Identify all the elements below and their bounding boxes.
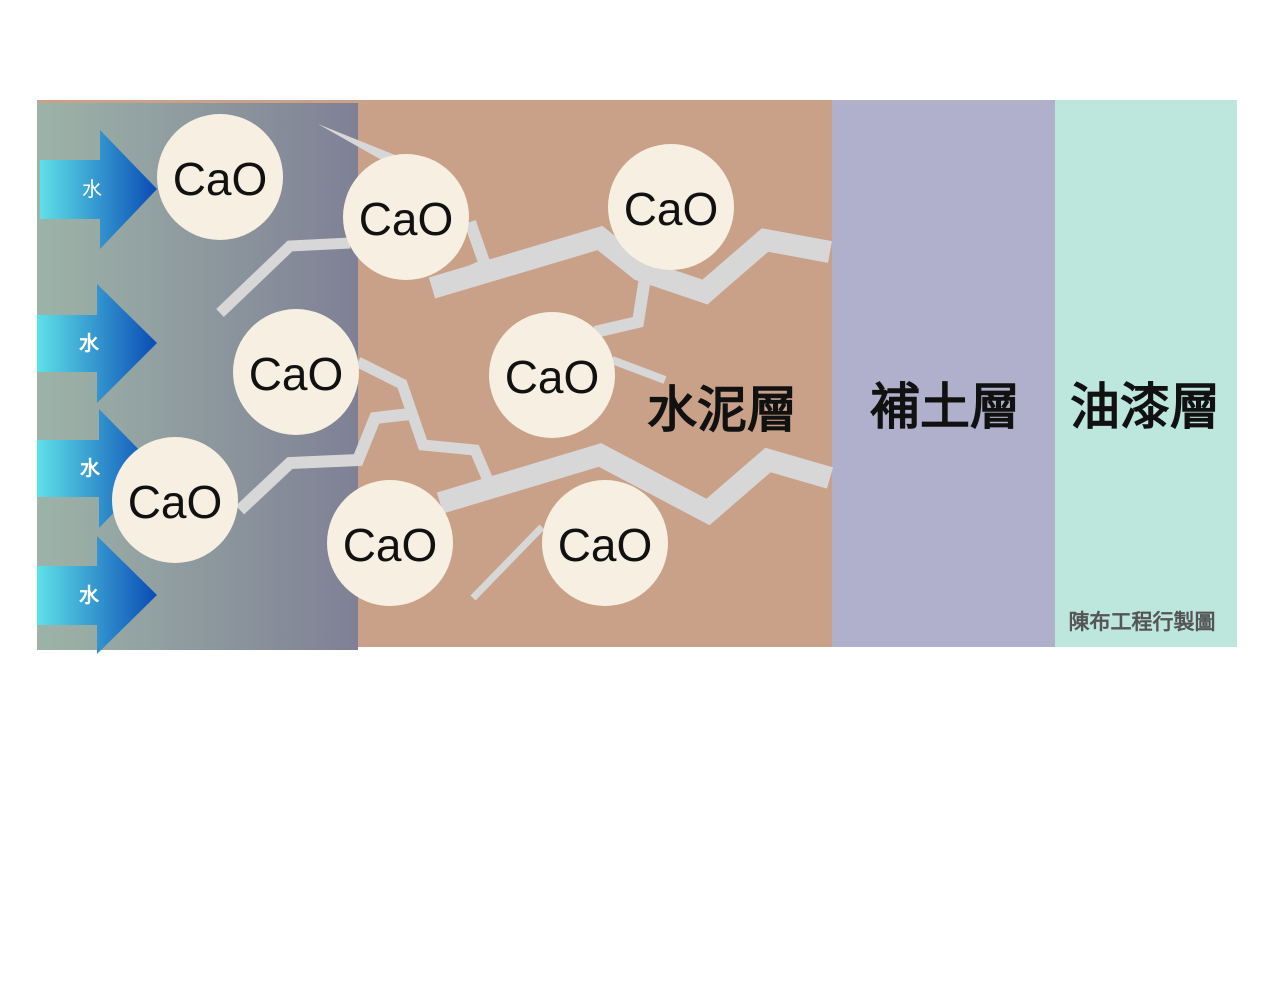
crack [318,124,395,162]
cao-particles: CaO CaO CaO CaO CaO CaO CaO CaO [112,114,734,606]
paint-layer [1055,100,1237,647]
crack [436,443,834,526]
crack [355,357,496,488]
cao-particle: CaO [608,144,734,270]
crack [216,237,351,317]
crack [593,277,651,338]
credit-text: 陳布工程行製圖 [1069,610,1216,634]
water-arrow: 水 [37,284,157,403]
cao-particle: CaO [542,480,668,606]
water-label: 水 [79,331,100,355]
water-label: 水 [82,177,102,201]
cao-particle: CaO [327,480,453,606]
cement-layer-label: 水泥層 [647,381,797,439]
cao-label: CaO [173,153,268,205]
cao-label: CaO [343,519,438,571]
cao-label: CaO [624,183,719,235]
cao-particle: CaO [233,309,359,435]
water-arrow: 水 [37,536,157,654]
crack [428,225,832,305]
crack [610,356,667,384]
cao-particle: CaO [343,154,469,280]
putty-layer-label: 補土層 [870,378,1020,436]
paint-layer-label: 油漆層 [1070,378,1220,436]
cao-label: CaO [505,351,600,403]
cao-label: CaO [128,476,223,528]
cao-label: CaO [359,193,454,245]
cao-label: CaO [558,519,653,571]
cao-label: CaO [249,348,344,400]
crack [470,524,545,601]
crack [235,408,411,515]
cao-particle: CaO [112,437,238,563]
cracks [216,124,834,601]
water-label: 水 [80,456,101,480]
cao-particle: CaO [489,312,615,438]
water-arrow: 水 [40,130,157,249]
cao-particle: CaO [157,114,283,240]
putty-layer [832,100,1055,647]
water-label: 水 [79,583,100,607]
